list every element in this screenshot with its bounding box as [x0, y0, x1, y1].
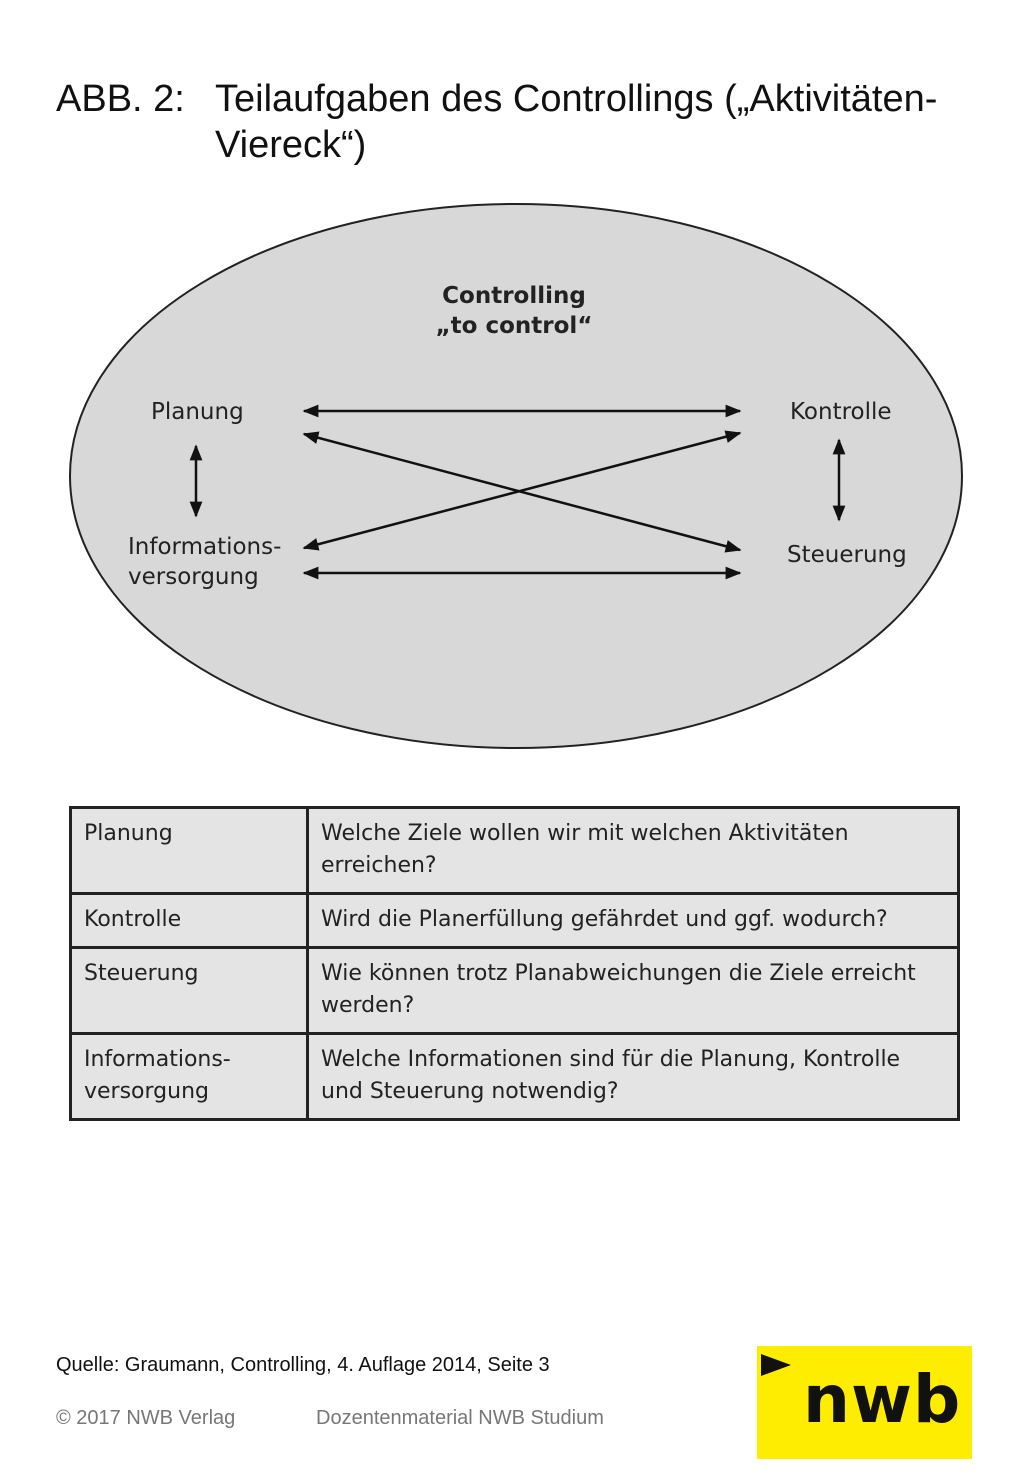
center-title-line1: Controlling [442, 283, 586, 309]
center-title-line2: „to control“ [436, 313, 593, 339]
source-citation: Quelle: Graumann, Controlling, 4. Auflag… [56, 1354, 550, 1376]
footer-material: Dozentenmaterial NWB Studium [316, 1407, 604, 1429]
figure-label: ABB. 2: [56, 78, 185, 120]
table-cell-term: Planung [69, 806, 309, 895]
node-informationsversorgung-line2: versorgung [128, 564, 259, 590]
table-row: Steuerung Wie können trotz Planabweichun… [69, 946, 960, 1035]
table-cell-question: Wie können trotz Planabweichungen die Zi… [306, 946, 960, 1035]
table-cell-question: Welche Ziele wollen wir mit welchen Akti… [306, 806, 960, 895]
table-row: Kontrolle Wird die Planerfüllung gefährd… [69, 892, 960, 949]
figure-title: Teilaufgaben des Controllings („Aktivitä… [215, 78, 938, 166]
table-cell-term: Kontrolle [69, 892, 309, 949]
table-cell-question: Wird die Planerfüllung gefährdet und ggf… [306, 892, 960, 949]
logo-arrow-icon [761, 1354, 791, 1376]
arrow-information-kontrolle [302, 430, 742, 551]
nwb-logo: nwb [757, 1346, 972, 1459]
table-cell-term: Informations- versorgung [69, 1032, 309, 1121]
table-row: Informations- versorgung Welche Informat… [69, 1032, 960, 1121]
node-steuerung: Steuerung [787, 542, 907, 568]
activity-square-diagram: Controlling „to control“ Planung Kontrol… [69, 203, 963, 749]
table-cell-question: Welche Informationen sind für die Planun… [306, 1032, 960, 1121]
node-informationsversorgung-line1: Informations- [128, 534, 281, 560]
node-planung: Planung [151, 399, 244, 425]
node-kontrolle: Kontrolle [790, 399, 892, 425]
table-row: Planung Welche Ziele wollen wir mit welc… [69, 806, 960, 895]
footer-copyright: © 2017 NWB Verlag [56, 1407, 236, 1429]
task-table: Planung Welche Ziele wollen wir mit welc… [69, 806, 960, 1121]
table-cell-term: Steuerung [69, 946, 309, 1035]
logo-text: nwb [803, 1361, 962, 1438]
